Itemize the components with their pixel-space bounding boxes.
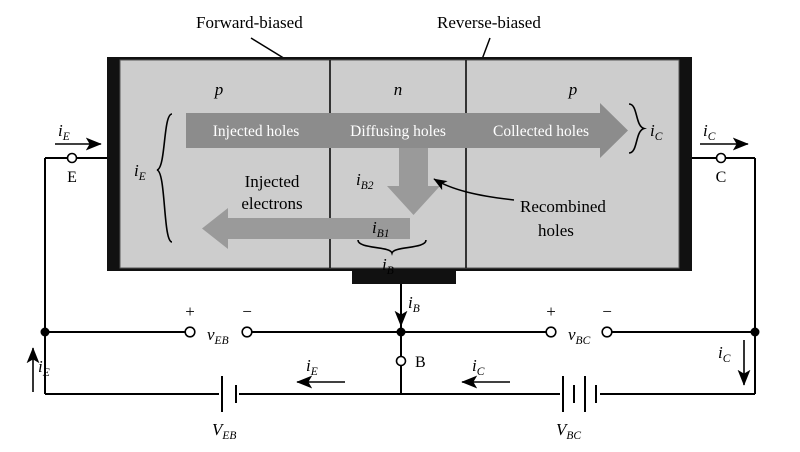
- ie-left-label: iE: [38, 357, 50, 379]
- base-terminal-node[interactable]: [395, 355, 407, 367]
- recombined-holes-leader: [433, 178, 515, 201]
- veb-positive-terminal[interactable]: [184, 326, 196, 338]
- ie-brace-label: iE: [134, 161, 146, 183]
- electron-flow-arrow: Injected electrons: [202, 172, 410, 249]
- ie-brace: [156, 113, 173, 243]
- base-contact: [352, 271, 456, 284]
- ie-brace-group: iE: [134, 113, 173, 243]
- vbc-minus-sign: −: [602, 302, 612, 321]
- hole-arrow-shape: [186, 103, 628, 158]
- vbc-negative-terminal[interactable]: [601, 326, 613, 338]
- collector-terminal-label: C: [716, 169, 727, 186]
- emitter-rail-junction-dot: [40, 327, 50, 337]
- injected-holes-label: Injected holes: [213, 123, 300, 140]
- vbc-positive-terminal[interactable]: [545, 326, 557, 338]
- emitter-terminal-node[interactable]: [66, 152, 78, 164]
- collector-rail-junction-dot: [750, 327, 760, 337]
- ic-bottom-label: iC: [472, 356, 485, 378]
- reverse-biased-label: Reverse-biased: [437, 13, 541, 32]
- ib-lead-label: iB: [408, 293, 420, 315]
- voltage-measurement-rail: + vEB − + vBC −: [40, 302, 760, 347]
- diffusing-holes-label: Diffusing holes: [350, 123, 446, 140]
- hole-flow-arrow: Injected holes Diffusing holes Collected…: [186, 103, 628, 158]
- ic-brace: [628, 103, 647, 154]
- recombined-holes-line1: Recombined: [520, 197, 606, 216]
- ib-brace-group: iB: [357, 239, 427, 277]
- ib-brace: [357, 239, 427, 256]
- ib-brace-label: iB: [382, 255, 394, 277]
- ic-right-label: iC: [718, 343, 731, 365]
- base-lead: iB B: [394, 284, 426, 394]
- region-label-base: n: [394, 80, 403, 99]
- recombined-holes-line2: holes: [538, 221, 574, 240]
- callout-recombined-holes: Recombined holes: [433, 178, 606, 240]
- ib2-label: iB2: [356, 170, 374, 192]
- vbc-plus-sign: +: [546, 302, 556, 321]
- ib1-label: iB1: [372, 218, 390, 240]
- veb-minus-sign: −: [242, 302, 252, 321]
- veb-negative-terminal[interactable]: [241, 326, 253, 338]
- veb-label: vEB: [207, 325, 229, 347]
- emitter-lead: E iE: [44, 121, 107, 394]
- recombination-arrow: [387, 148, 440, 215]
- vbc-battery-symbol: [562, 376, 597, 412]
- ic-brace-label: iC: [650, 121, 663, 143]
- ie-bottom-label: iE: [306, 356, 318, 378]
- recombined-holes-arrow-shape: [387, 148, 440, 215]
- region-label-collector: p: [568, 80, 578, 99]
- vbc-source-label: VBC: [556, 420, 581, 442]
- electron-arrow-shape: [202, 208, 410, 249]
- forward-biased-label: Forward-biased: [196, 13, 303, 32]
- collector-terminal-node[interactable]: [715, 152, 727, 164]
- loop-current-arrows: iE iE iC iC: [26, 340, 751, 392]
- veb-plus-sign: +: [185, 302, 195, 321]
- ie-top-label: iE: [58, 121, 70, 143]
- vbc-label: vBC: [568, 325, 591, 347]
- emitter-terminal-label: E: [67, 169, 77, 186]
- ic-brace-group: iC: [628, 103, 663, 154]
- bottom-supply-rail: VEB VBC: [45, 376, 755, 442]
- veb-battery-symbol: [221, 376, 237, 412]
- ic-top-label: iC: [703, 121, 716, 143]
- collector-lead: C iC: [692, 121, 756, 394]
- collected-holes-label: Collected holes: [493, 123, 589, 140]
- injected-electrons-line1: Injected: [245, 172, 300, 191]
- veb-source-label: VEB: [212, 420, 236, 442]
- base-terminal-label: B: [415, 354, 426, 371]
- region-label-emitter: p: [214, 80, 224, 99]
- injected-electrons-line2: electrons: [241, 194, 302, 213]
